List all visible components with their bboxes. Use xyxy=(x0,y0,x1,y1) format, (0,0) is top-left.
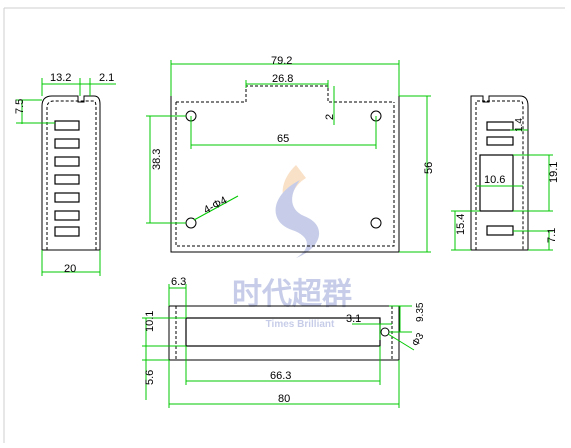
vent-slots xyxy=(54,120,80,237)
dim-front-overall-width: 79.2 xyxy=(271,55,292,67)
dim-bottom-base-offset: 5.6 xyxy=(144,370,156,385)
front-view: 79.2 26.8 2 65 38.3 4-Φ4 56 xyxy=(146,55,435,253)
left-side-view: 13.2 2.1 7.5 20 xyxy=(14,72,116,276)
dim-right-slot-w: 1.4 xyxy=(514,118,525,132)
dim-left-top-b: 2.1 xyxy=(99,72,114,84)
dim-left-top-a: 13.2 xyxy=(50,72,71,84)
dim-front-height: 56 xyxy=(423,162,435,174)
dim-left-slot-offset: 7.5 xyxy=(14,99,26,114)
mount-hole-br xyxy=(370,217,382,229)
watermark-brand-en: Times Brilliant xyxy=(266,319,335,330)
dim-bottom-slot-len: 66.3 xyxy=(270,370,291,382)
watermark-s-logo-icon xyxy=(275,180,320,258)
dim-front-notch-width: 26.8 xyxy=(272,73,293,85)
dim-bottom-hole-x: 3.1 xyxy=(346,313,361,325)
dim-front-hole-spacing-x: 65 xyxy=(277,133,289,145)
dim-bottom-offset-left: 6.3 xyxy=(171,276,186,288)
right-window xyxy=(479,154,514,212)
dim-right-window-h: 19.1 xyxy=(548,162,560,183)
dim-left-width: 20 xyxy=(64,263,76,275)
dim-right-lower-h: 15.4 xyxy=(455,214,467,235)
dim-front-hole-spacing-y: 38.3 xyxy=(151,149,163,170)
dim-bottom-height: 10.1 xyxy=(144,311,156,332)
dim-front-notch-depth: 2 xyxy=(324,114,336,120)
dim-right-bottom-h: 7.1 xyxy=(546,228,558,243)
dim-bottom-overall: 80 xyxy=(278,393,290,405)
right-vent-slots xyxy=(486,121,514,146)
dim-right-window-w: 10.6 xyxy=(484,174,505,186)
bottom-view: 6.3 10.1 5.6 66.3 80 3.1 9.35 Φ3 xyxy=(142,276,427,408)
dim-bottom-hole-y: 9.35 xyxy=(415,302,426,322)
right-side-view: 1.4 10.6 19.1 15.4 7.1 xyxy=(451,95,560,251)
